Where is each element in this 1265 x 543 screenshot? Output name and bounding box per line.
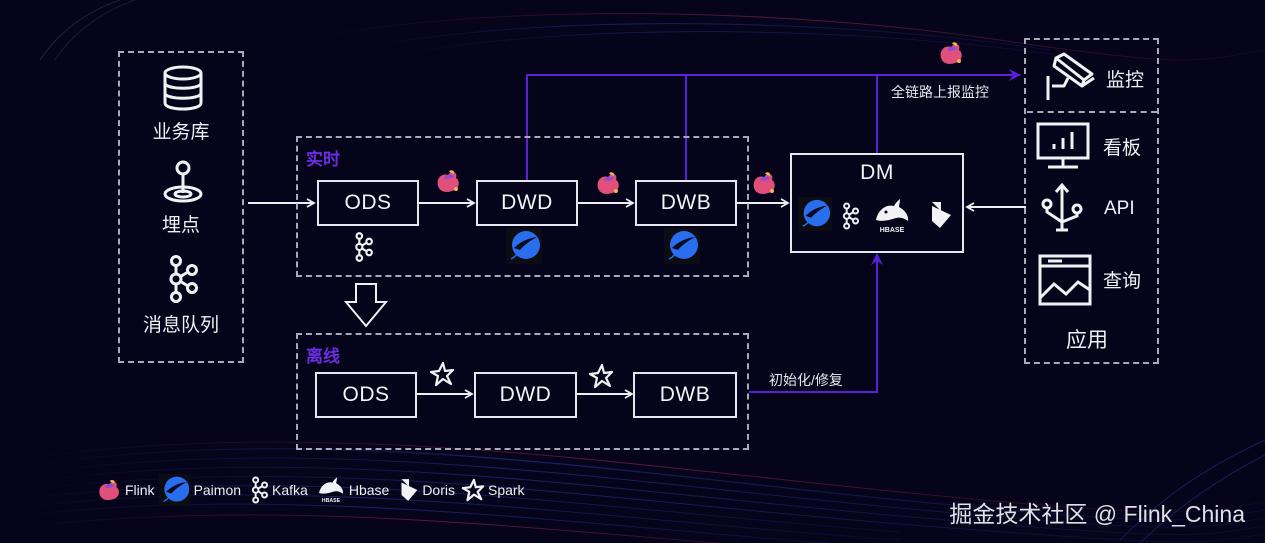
legend-label: Flink [125, 482, 155, 498]
legend-item-kafka: Kafka [249, 475, 308, 505]
dm-label: DM [860, 161, 894, 184]
legend-label: Paimon [193, 482, 242, 498]
hbase-icon: HBASE [876, 199, 909, 234]
surveillance-camera-icon [1046, 52, 1095, 100]
doris-icon [932, 202, 951, 228]
paimon-icon [158, 474, 191, 506]
off-node-dwb[interactable]: DWB [633, 372, 737, 418]
kafka-icon [355, 232, 373, 262]
rt-node-dwd[interactable]: DWD [476, 180, 578, 226]
realtime-label: 实时 [306, 150, 340, 169]
app-label-query: 查询 [1103, 271, 1142, 292]
sources-group [118, 51, 244, 363]
hollow-down-arrow-icon [343, 283, 389, 328]
apps-divider [1027, 111, 1157, 113]
legend: Flink Paimon Kafka HBASE Hbase [96, 474, 525, 506]
paimon-icon [664, 228, 700, 264]
rt-node-ods[interactable]: ODS [317, 180, 419, 226]
apps-group-label: 应用 [1066, 329, 1108, 352]
edge-init-repair [749, 253, 883, 393]
legend-label: Doris [422, 482, 455, 498]
monitor-report-label: 全链路上报监控 [891, 84, 989, 100]
off-node-ods[interactable]: ODS [315, 372, 417, 418]
kafka-icon [842, 202, 860, 230]
hbase-icon: HBASE [318, 477, 343, 504]
source-label-db: 业务库 [152, 122, 210, 143]
rt-node-dwb[interactable]: DWB [635, 180, 737, 226]
apps-group [1024, 38, 1159, 364]
usb-api-icon [1041, 182, 1083, 232]
legend-item-flink: Flink [96, 478, 155, 502]
legend-item-paimon: Paimon [158, 474, 242, 506]
query-chart-icon [1038, 254, 1092, 306]
paimon-icon [798, 197, 832, 231]
app-label-api: API [1104, 198, 1135, 219]
dm-node[interactable]: DM [790, 153, 964, 253]
app-label-dashboard: 看板 [1103, 138, 1142, 159]
legend-item-spark: Spark [461, 478, 525, 502]
database-icon [163, 65, 203, 111]
offline-group [296, 333, 749, 450]
off-node-dwd[interactable]: DWD [474, 372, 577, 418]
kafka-icon [169, 255, 198, 303]
flink-icon [597, 172, 619, 194]
legend-item-hbase: HBASE Hbase [316, 476, 389, 504]
legend-label: Hbase [348, 482, 390, 498]
watermark: 掘金技术社区 @ Flink_China [949, 501, 1245, 527]
kafka-icon [251, 476, 269, 504]
realtime-group [296, 136, 749, 277]
tracking-point-icon [163, 160, 203, 203]
offline-label: 离线 [306, 347, 340, 366]
source-label-tracking: 埋点 [161, 215, 200, 236]
hbase-logo-text: HBASE [880, 227, 905, 234]
spark-icon [588, 363, 614, 389]
paimon-icon [506, 228, 542, 264]
hbase-logo-text: HBASE [322, 498, 341, 504]
flink-icon [437, 170, 459, 192]
legend-label: Spark [487, 482, 525, 498]
legend-item-doris: Doris [399, 476, 455, 504]
monitor-label: 监控 [1106, 70, 1145, 91]
spark-icon [461, 478, 485, 502]
flink-icon [753, 172, 775, 194]
init-repair-label: 初始化/修复 [769, 372, 843, 388]
legend-label: Kafka [272, 482, 308, 498]
spark-icon [429, 361, 455, 387]
dashboard-icon [1036, 122, 1090, 169]
flink-icon [99, 480, 119, 501]
doris-icon [401, 479, 418, 501]
source-label-mq: 消息队列 [142, 315, 219, 336]
flink-icon [940, 42, 962, 64]
edge-monitor-report [526, 69, 1021, 181]
